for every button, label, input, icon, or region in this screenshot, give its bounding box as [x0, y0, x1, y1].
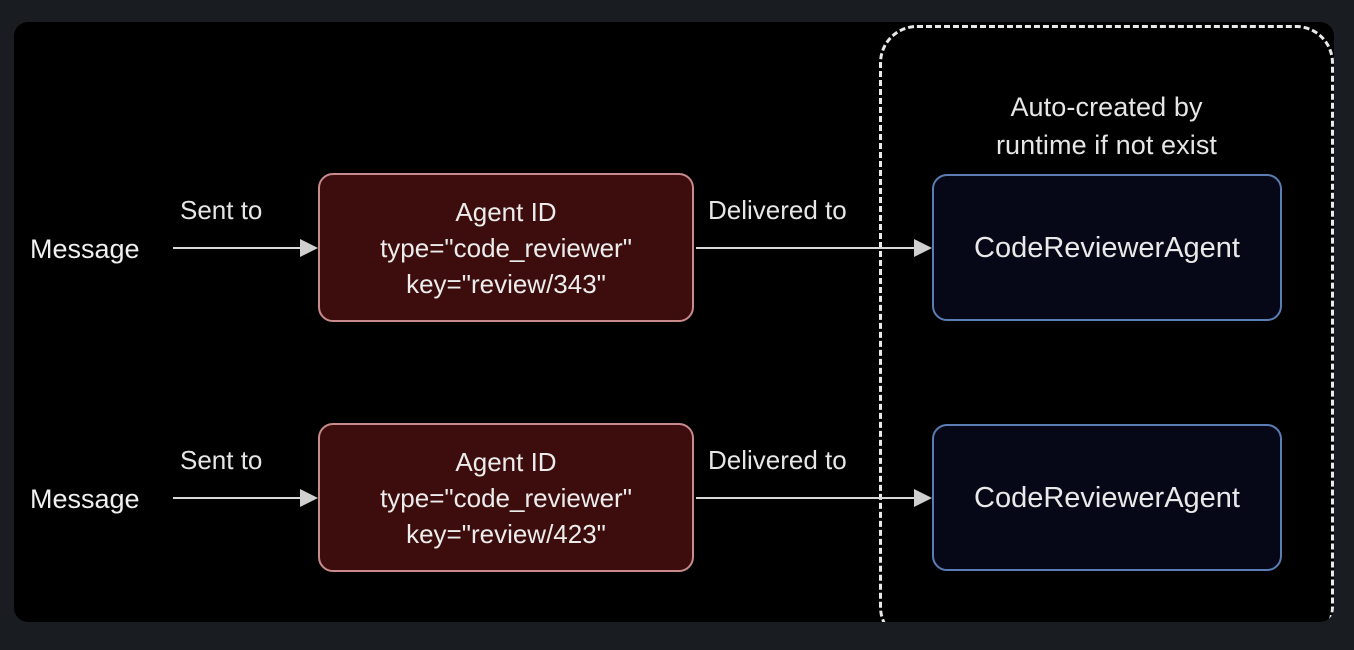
message-source-label-2: Message	[30, 484, 140, 514]
agent-node-2[interactable]: CodeReviewerAgent	[932, 424, 1282, 571]
sent-to-label-2: Sent to	[180, 445, 263, 475]
agent-node-label-1: CodeReviewerAgent	[974, 231, 1240, 264]
agent-id-title-2: Agent ID	[455, 446, 557, 477]
auto-created-region-boundary	[879, 25, 1334, 622]
arrow-message-to-agentid-2	[173, 486, 318, 510]
agent-node-1[interactable]: CodeReviewerAgent	[932, 174, 1282, 321]
arrow-message-to-agentid-1	[173, 236, 318, 260]
agent-id-node-2[interactable]: Agent ID type="code_reviewer" key="revie…	[318, 423, 694, 572]
message-source-label-1: Message	[30, 234, 140, 264]
agent-id-type-1: type="code_reviewer"	[380, 232, 632, 263]
sent-to-label-1: Sent to	[180, 195, 263, 225]
agent-id-key-2: key="review/423"	[406, 518, 606, 549]
agent-id-title-1: Agent ID	[455, 196, 557, 227]
agent-node-label-2: CodeReviewerAgent	[974, 481, 1240, 514]
delivered-to-label-1: Delivered to	[708, 195, 847, 225]
auto-created-region-caption: Auto-created by runtime if not exist	[995, 92, 1218, 160]
agent-id-type-2: type="code_reviewer"	[380, 482, 632, 513]
arrow-agentid-to-agent-2	[696, 486, 932, 510]
arrow-agentid-to-agent-1	[696, 236, 932, 260]
agent-id-node-1[interactable]: Agent ID type="code_reviewer" key="revie…	[318, 173, 694, 322]
diagram-panel: Auto-created by runtime if not exist Mes…	[14, 22, 1334, 622]
agent-id-key-1: key="review/343"	[406, 268, 606, 299]
delivered-to-label-2: Delivered to	[708, 445, 847, 475]
